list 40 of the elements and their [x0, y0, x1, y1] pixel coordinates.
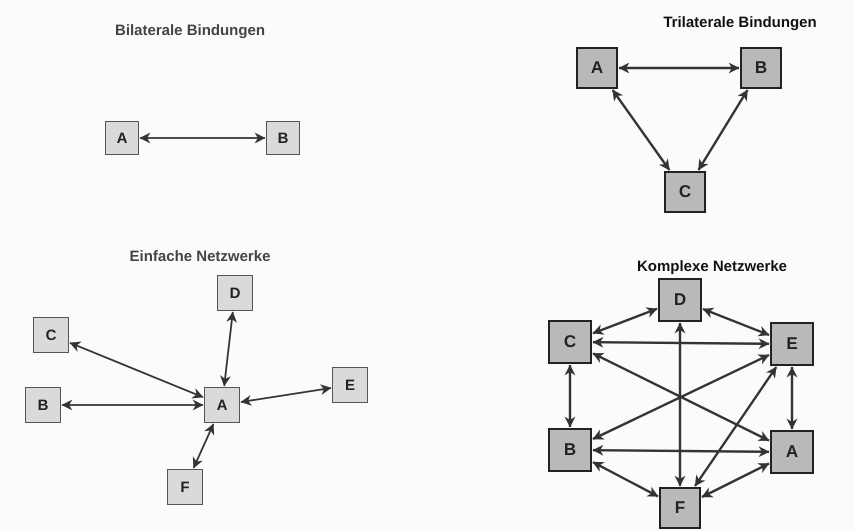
node-box: C [548, 320, 592, 364]
double-arrow [592, 444, 770, 458]
double-arrow [70, 342, 204, 398]
node-box: A [576, 47, 618, 89]
double-arrow [592, 336, 770, 350]
section-heading: Komplexe Netzwerke [636, 258, 788, 275]
double-arrow [697, 89, 749, 171]
node-box: D [217, 275, 253, 311]
double-arrow [786, 366, 798, 430]
double-arrow [220, 311, 238, 387]
double-arrow [612, 89, 670, 171]
node-box: B [548, 428, 592, 472]
double-arrow [701, 462, 770, 498]
node-box: D [658, 278, 702, 322]
node-box: A [204, 387, 240, 423]
node-box: E [332, 367, 368, 403]
node-box: B [266, 121, 300, 155]
double-arrow [592, 307, 658, 335]
double-arrow [61, 400, 204, 410]
double-arrow [240, 384, 332, 406]
section-heading: Einfache Netzwerke [130, 248, 270, 265]
node-box: A [105, 121, 139, 155]
double-arrow [674, 322, 686, 487]
node-box: A [770, 430, 814, 474]
node-box: F [659, 487, 701, 529]
node-box: C [33, 317, 69, 353]
node-box: C [664, 171, 706, 213]
double-arrow [618, 62, 740, 74]
section-heading: Trilaterale Bindungen [663, 14, 817, 31]
double-arrow [192, 424, 214, 468]
node-box: E [770, 322, 814, 366]
double-arrow [139, 132, 266, 144]
section-heading: Bilaterale Bindungen [114, 22, 266, 39]
node-box: F [167, 469, 203, 505]
double-arrow [702, 308, 770, 336]
double-arrow [694, 366, 778, 487]
double-arrow [592, 461, 659, 498]
double-arrow [564, 364, 576, 428]
node-box: B [740, 47, 782, 89]
node-box: B [25, 387, 61, 423]
